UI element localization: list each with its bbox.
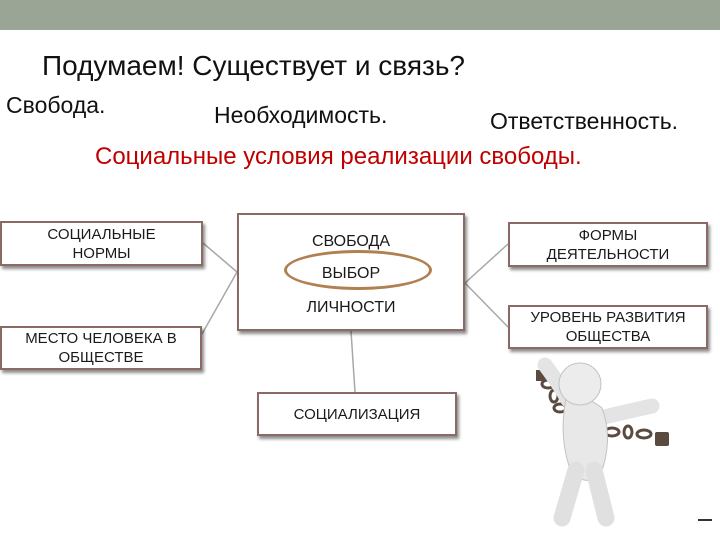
figure-leg-left [553, 461, 585, 527]
figure-head [558, 362, 602, 406]
box-activity-forms: ФОРМЫ ДЕЯТЕЛЬНОСТИ [508, 222, 708, 267]
box-socialization: СОЦИАЛИЗАЦИЯ [257, 392, 457, 436]
center-line-personality: ЛИЧНОСТИ [306, 299, 396, 316]
slide-title: Подумаем! Существует и связь? [42, 50, 465, 81]
box-society-level: УРОВЕНЬ РАЗВИТИЯ ОБЩЕСТВА [508, 305, 708, 349]
header-bar [0, 0, 720, 30]
word-freedom: Свобода. [6, 92, 106, 118]
box-place-in-society-label: МЕСТО ЧЕЛОВЕКА В ОБЩЕСТВЕ [25, 330, 177, 366]
lock-right-icon [655, 432, 669, 446]
figure-leg-right [585, 461, 615, 527]
chain-right [603, 424, 653, 440]
center-line-freedom: СВОБОДА [311, 233, 391, 250]
connector-society-level [464, 282, 509, 328]
box-activity-forms-label: ФОРМЫ ДЕЯТЕЛЬНОСТИ [546, 226, 670, 263]
connector-activity-forms [464, 243, 509, 284]
figure-arm-right [592, 398, 660, 426]
connector-place-in-society [201, 271, 238, 335]
corner-mark [698, 519, 712, 521]
box-social-norms-label: СОЦИАЛЬНЫЕ НОРМЫ [47, 225, 156, 262]
connector-socialization [350, 330, 356, 393]
box-social-norms: СОЦИАЛЬНЫЕ НОРМЫ [0, 221, 203, 266]
box-society-level-label: УРОВЕНЬ РАЗВИТИЯ ОБЩЕСТВА [530, 309, 686, 345]
box-socialization-label: СОЦИАЛИЗАЦИЯ [293, 405, 421, 423]
word-necessity: Необходимость. [214, 102, 388, 128]
figure-illustration [536, 357, 669, 527]
word-responsibility: Ответственность. [490, 108, 679, 134]
connector-social-norms [202, 242, 238, 273]
box-place-in-society: МЕСТО ЧЕЛОВЕКА В ОБЩЕСТВЕ [0, 326, 202, 370]
lock-left-icon [536, 370, 548, 381]
slide-subtitle: Социальные условия реализации свободы. [95, 143, 582, 170]
choice-ellipse [284, 250, 432, 290]
